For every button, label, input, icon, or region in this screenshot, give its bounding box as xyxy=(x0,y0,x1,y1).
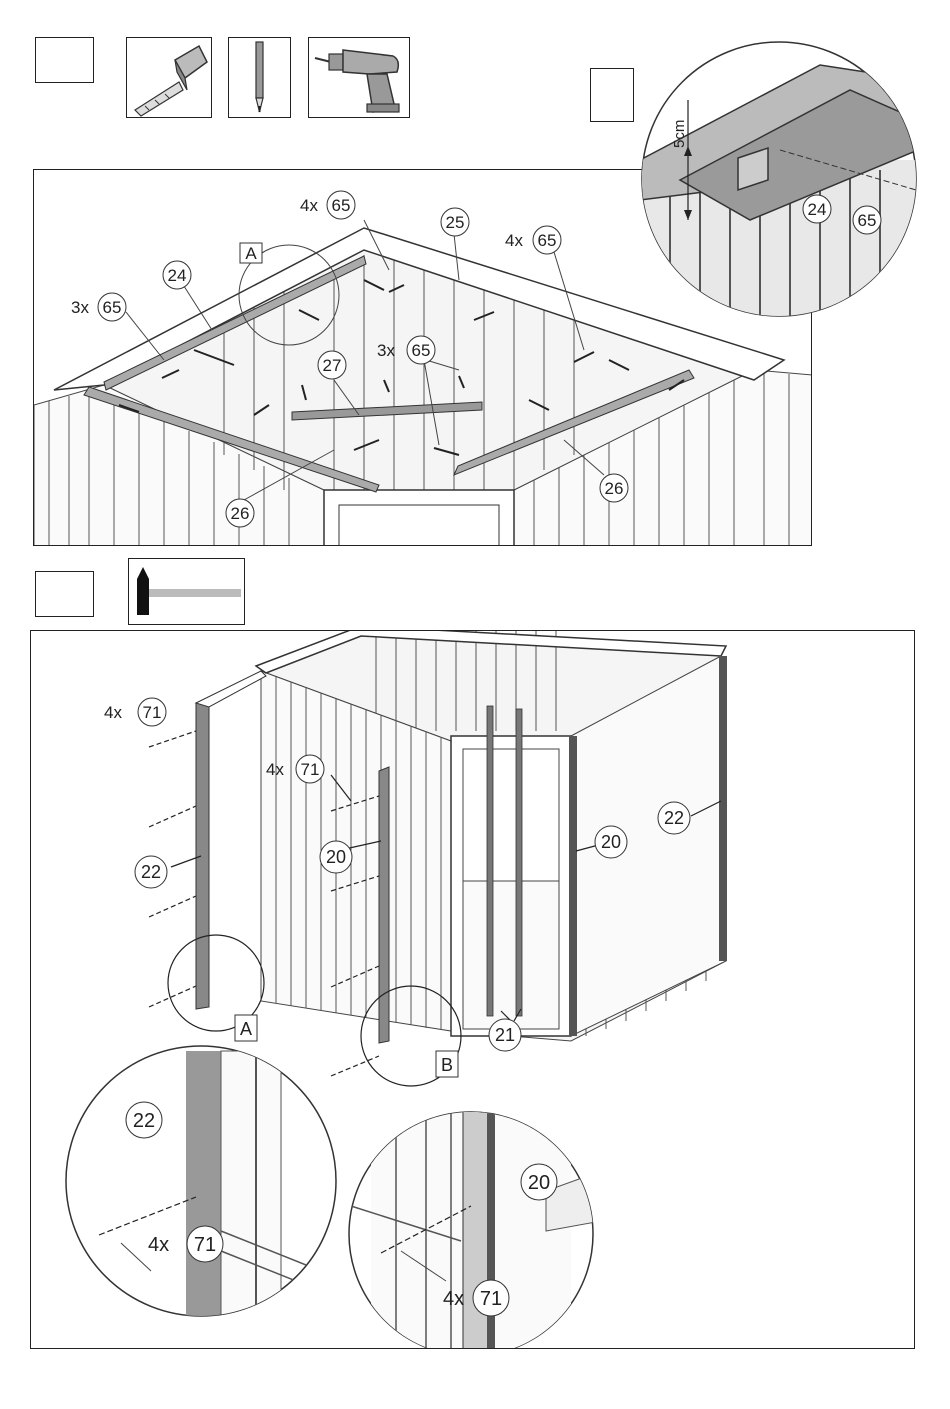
detail-marker-a-walls: A xyxy=(240,1019,252,1039)
hammer-tool xyxy=(128,558,245,625)
step-box-1 xyxy=(35,37,94,83)
part-label-22-right: 22 xyxy=(664,808,684,828)
detail-b-part-20: 20 xyxy=(528,1172,550,1194)
part-label-65-top: 65 xyxy=(332,196,351,215)
detail-a-qty: 4x xyxy=(148,1234,169,1256)
tape-measure-tool xyxy=(126,37,212,118)
roof-detail-circle: 5cm 24 65 xyxy=(640,40,918,318)
qty-label-top: 4x xyxy=(300,196,318,215)
part-label-24: 24 xyxy=(168,266,187,285)
part-label-65-right: 65 xyxy=(538,231,557,250)
part-label-21: 21 xyxy=(495,1025,515,1045)
step-box-2 xyxy=(35,571,94,617)
walls-panel: 4x 71 22 4x 71 20 A B 21 20 22 xyxy=(30,630,915,1349)
part-label-26-right: 26 xyxy=(605,479,624,498)
qty-label-71-left: 4x xyxy=(104,703,122,722)
part-label-20-right: 20 xyxy=(601,832,621,852)
drill-icon xyxy=(309,38,409,117)
detail-a-part-22: 22 xyxy=(133,1110,155,1132)
qty-label-mid: 3x xyxy=(377,341,395,360)
detail-b-part-71: 71 xyxy=(480,1288,502,1310)
pencil-icon xyxy=(229,38,290,117)
part-label-26-left: 26 xyxy=(231,504,250,523)
detail-b-qty: 4x xyxy=(443,1288,464,1310)
pencil-tool xyxy=(228,37,291,118)
part-label-71-mid: 71 xyxy=(301,760,320,779)
qty-label-right: 4x xyxy=(505,231,523,250)
tape-measure-icon xyxy=(127,38,211,117)
part-label-24-detail: 24 xyxy=(808,200,827,219)
part-label-71-left: 71 xyxy=(143,703,162,722)
detail-marker-b: B xyxy=(441,1055,453,1075)
qty-label-71-mid: 4x xyxy=(266,760,284,779)
measure-label-5cm: 5cm xyxy=(671,120,688,148)
detail-marker-a: A xyxy=(245,244,257,263)
part-label-65-detail: 65 xyxy=(858,211,877,230)
walls-illustration: 4x 71 22 4x 71 20 A B 21 20 22 xyxy=(31,631,915,1349)
part-label-65-left: 65 xyxy=(103,298,122,317)
part-label-20-mid: 20 xyxy=(326,847,346,867)
part-label-27: 27 xyxy=(323,356,342,375)
part-label-22-left: 22 xyxy=(141,862,161,882)
part-label-65-mid: 65 xyxy=(412,341,431,360)
detail-a-part-71: 71 xyxy=(194,1234,216,1256)
part-label-25: 25 xyxy=(446,213,465,232)
qty-label-left: 3x xyxy=(71,298,89,317)
step-box-detail xyxy=(590,68,634,122)
hammer-icon xyxy=(129,559,244,624)
drill-tool xyxy=(308,37,410,118)
